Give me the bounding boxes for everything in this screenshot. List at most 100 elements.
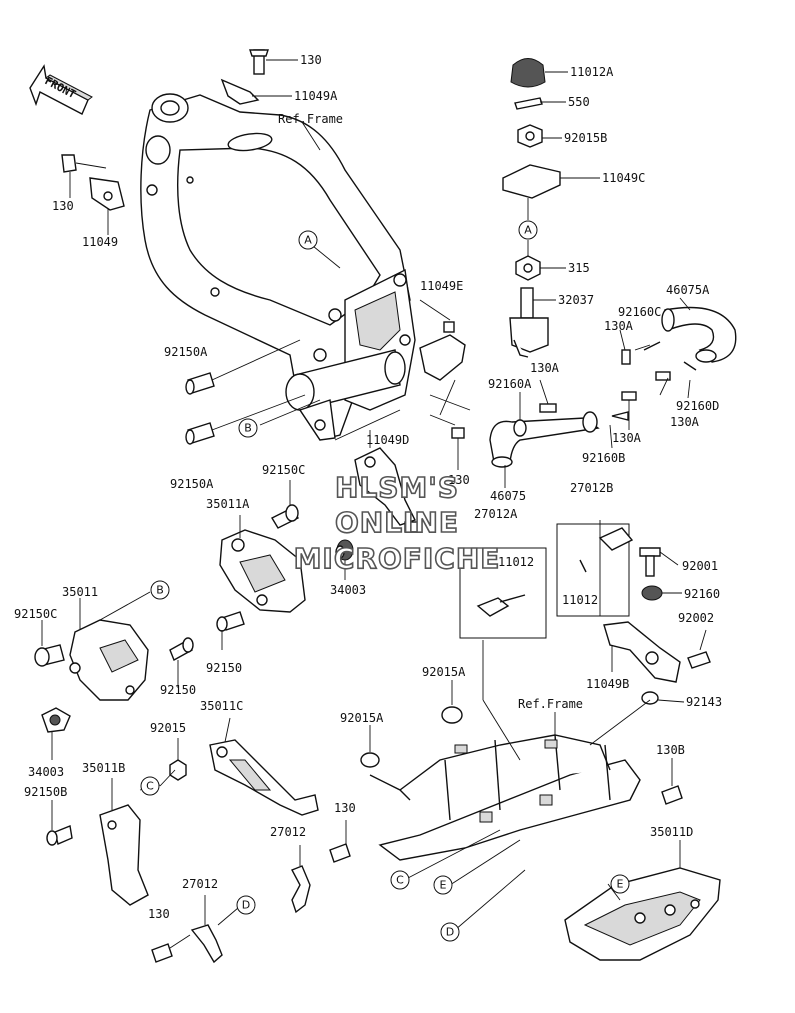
watermark-line-3: MICROFICHE (294, 542, 501, 575)
callout-b-bracket-label: B (156, 584, 164, 597)
label-92150A-2: 92150A (170, 477, 214, 491)
watermark-line-2: ONLINE (335, 506, 459, 539)
callout-c-subframe-label: C (396, 874, 404, 887)
label-92001: 92001 (682, 559, 718, 573)
bolts-lower-left-drawing (34, 637, 194, 667)
part-number-labels: 130 11049A 130 11049 11012 A 550 92015B 1… (14, 53, 722, 921)
label-130-left: 130 (52, 199, 74, 213)
label-46075: 46075 (490, 489, 526, 503)
callout-c-left (140, 776, 160, 796)
leader-lines (41, 59, 707, 949)
part-92015-drawing (169, 759, 187, 781)
callout-b-frame-label: B (244, 422, 252, 435)
part-27012-drawing (151, 843, 351, 964)
label-35011: 35011 (62, 585, 98, 599)
part-35011-drawing (69, 619, 149, 701)
label-130-low2: 130 (148, 907, 170, 921)
label-92150A-1: 92150A (164, 345, 208, 359)
label-130A-1: 130A (604, 319, 634, 333)
front-arrow-icon: FRONT (29, 64, 93, 115)
label-92150-2: 92150 (160, 683, 196, 697)
part-34003-lower-drawing (41, 707, 71, 733)
callout-e-subframe-label: E (440, 879, 447, 892)
callout-c-left-label: C (146, 780, 154, 793)
right-mid-hardware-drawing (603, 547, 711, 705)
callout-e-rack (610, 874, 630, 894)
label-35011A: 35011A (206, 497, 250, 511)
label-92143: 92143 (686, 695, 722, 709)
callout-d-left (236, 895, 256, 915)
label-11049C: 11049C (602, 171, 645, 185)
label-130-top: 130 (300, 53, 322, 67)
label-92160C: 92160C (618, 305, 661, 319)
pipe-hardware-drawing (513, 341, 697, 437)
label-92150C-1: 92150C (262, 463, 305, 477)
label-35011D: 35011D (650, 825, 693, 839)
label-92160B: 92160B (582, 451, 625, 465)
callout-d-subframe-label: D (446, 926, 454, 939)
bolts-92150A-drawing (185, 372, 215, 445)
label-34003-2: 34003 (28, 765, 64, 779)
part-35011C-drawing (209, 739, 319, 816)
label-35011C: 35011C (200, 699, 243, 713)
callout-e-rack-label: E (617, 878, 624, 891)
part-11049A-drawing (220, 49, 269, 105)
ref-frame-label-main: Ref.Frame (278, 112, 343, 126)
label-11049E: 11049E (420, 279, 463, 293)
label-130A-4: 130A (612, 431, 642, 445)
main-frame-drawing (140, 93, 416, 441)
rear-subframe-drawing (360, 706, 683, 861)
label-130-low1: 130 (334, 801, 356, 815)
callout-a-stack-label: A (524, 224, 532, 237)
label-130A-2: 130A (530, 361, 560, 375)
callout-a-frame (298, 230, 318, 250)
label-92160A: 92160A (488, 377, 532, 391)
callout-c-subframe (390, 870, 410, 890)
callout-d-left-label: D (242, 899, 250, 912)
label-92160D: 92160D (676, 399, 719, 413)
label-27012-2: 27012 (182, 877, 218, 891)
label-92002: 92002 (678, 611, 714, 625)
label-92160: 92160 (684, 587, 720, 601)
label-92015B: 92015B (564, 131, 607, 145)
callout-d-subframe (440, 922, 460, 942)
label-92015A-1: 92015A (422, 665, 466, 679)
label-130B: 130B (656, 743, 685, 757)
part-11049-drawing (61, 154, 125, 211)
part-35011D-drawing (564, 867, 721, 961)
label-27012-1: 27012 (270, 825, 306, 839)
label-550: 550 (568, 95, 590, 109)
label-92150B: 92150B (24, 785, 67, 799)
part-35011A-drawing (219, 529, 306, 613)
callout-b-frame (238, 418, 258, 438)
callout-e-subframe (433, 875, 453, 895)
label-34003-1: 34003 (330, 583, 366, 597)
label-32037: 32037 (558, 293, 594, 307)
label-11049D: 11049D (366, 433, 409, 447)
callout-circles: A A B B C C D D E E (140, 220, 630, 942)
label-130A-3: 130A (670, 415, 700, 429)
callout-a-frame-label: A (304, 234, 312, 247)
label-27012B: 27012B (570, 481, 613, 495)
label-46075A: 46075A (666, 283, 710, 297)
label-92150C-2: 92150C (14, 607, 57, 621)
ref-frame-label-rear: Ref.Frame (518, 697, 583, 711)
watermark-line-1: HLSM'S (335, 471, 459, 504)
label-27012A: 27012A (474, 507, 518, 521)
part-11049E-drawing (419, 321, 466, 381)
label-11049: 11049 (82, 235, 118, 249)
label-92150-1: 92150 (206, 661, 242, 675)
watermark: HLSM'S ONLINE MICROFICHE (293, 470, 501, 576)
bolt-92150-drawing (216, 611, 245, 632)
label-11049A: 11049A (294, 89, 338, 103)
label-92015A-2: 92015A (340, 711, 384, 725)
part-35011B-drawing (46, 804, 149, 906)
callout-a-stack (518, 220, 538, 240)
label-130-mid: 130 (448, 473, 470, 487)
cap-stack-drawing (502, 58, 561, 358)
bolt-92150C-drawing (271, 504, 299, 529)
label-11012-2: 11012 (562, 593, 598, 607)
label-11012-1: 11012 (498, 555, 534, 569)
label-11049B: 11049B (586, 677, 629, 691)
